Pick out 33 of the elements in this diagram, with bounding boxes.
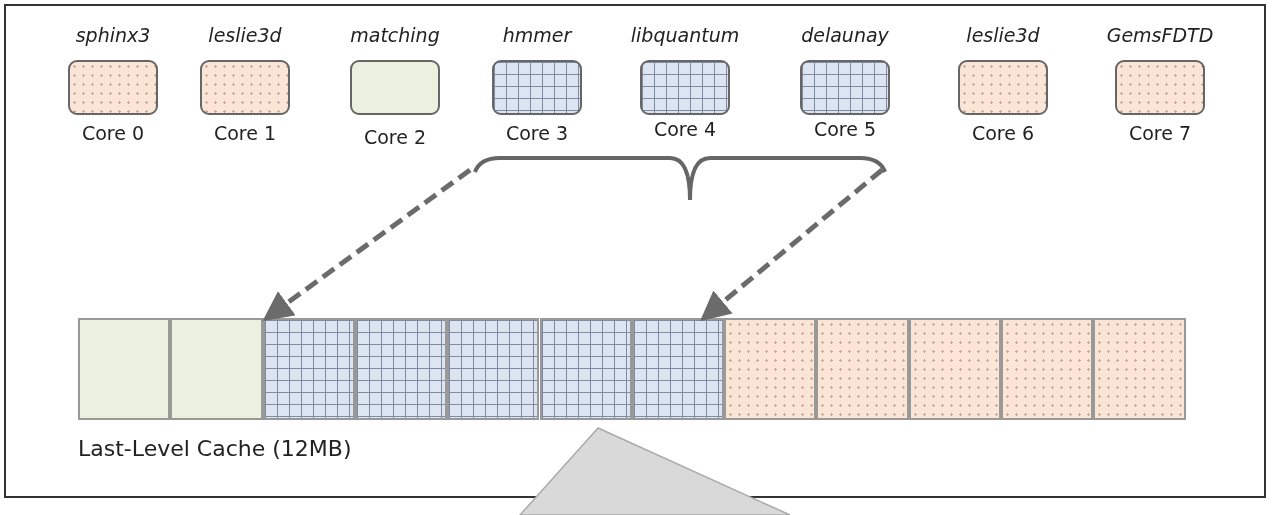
cache-way-block [262,318,355,420]
cache-way-block [170,318,263,420]
workload-label: libquantum [629,24,741,46]
core-label: Core 3 [504,122,570,144]
arrow [699,168,884,322]
workload-label: GemsFDTD [1105,24,1215,46]
cache-way-block [539,318,632,420]
cache-label: Last-Level Cache (12MB) [78,436,352,461]
core-label: Core 5 [812,118,878,140]
cache-way-block [908,318,1001,420]
cache-way-block [78,318,171,420]
cache-way-block [631,318,725,420]
cache-way-block [724,318,817,420]
workload-label: delaunay [800,24,890,46]
cache-way-block [1001,318,1094,420]
core-label: Core 7 [1127,122,1193,144]
workload-label: matching [349,24,441,46]
workload-label: sphinx3 [74,24,152,46]
core-label: Core 4 [652,118,718,140]
core-label: Core 0 [80,122,146,144]
callout-pointer [518,427,791,515]
workload-label: hmmer [501,24,574,46]
cache-way-block [1093,318,1186,420]
cache-way-block [354,318,448,420]
core-label: Core 1 [212,122,278,144]
core-label: Core 6 [970,122,1036,144]
arrow [262,167,472,321]
core-label: Core 2 [362,126,428,148]
bracket [473,156,887,202]
workload-label: leslie3d [207,24,283,46]
workload-label: leslie3d [965,24,1041,46]
cache-way-block [816,318,909,420]
cache-way-block [447,318,540,420]
